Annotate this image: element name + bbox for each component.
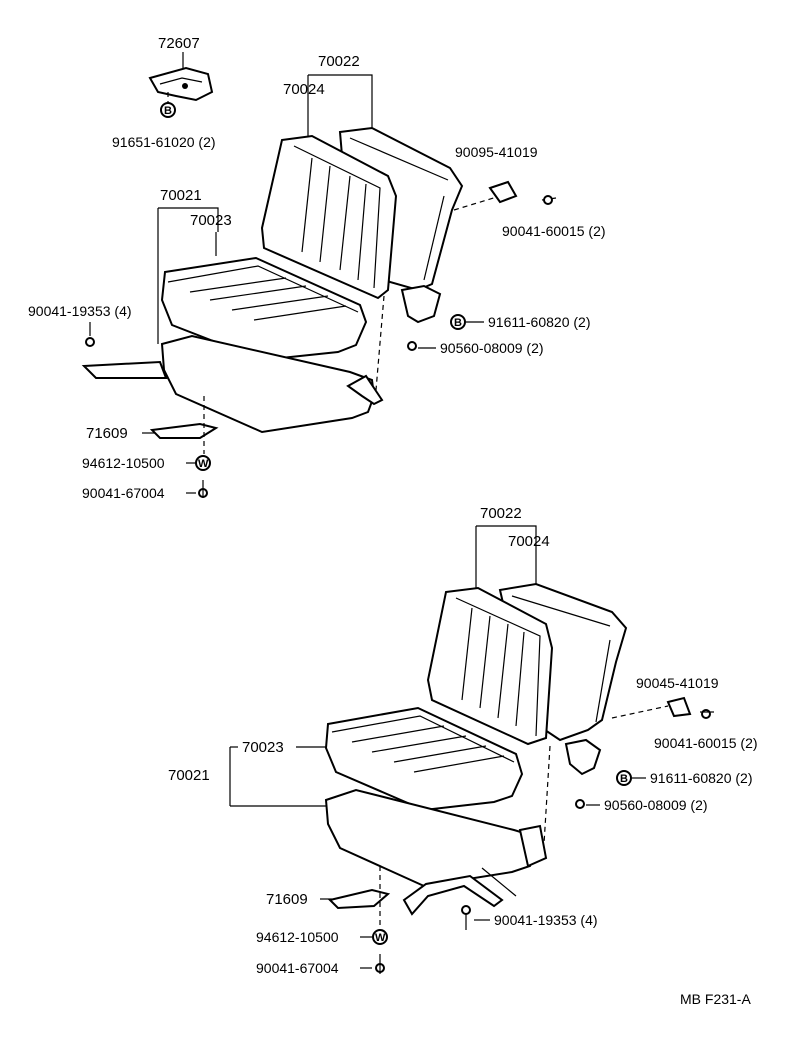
label-70023-bottom: 70023	[242, 739, 284, 756]
label-90041-60015-top: 90041-60015 (2)	[502, 223, 606, 239]
label-70023-top: 70023	[190, 212, 232, 229]
label-91651-61020: 91651-61020 (2)	[112, 134, 216, 150]
label-72607: 72607	[158, 35, 200, 52]
label-90041-67004-top: 90041-67004	[82, 485, 165, 501]
label-90041-19353-bottom: 90041-19353 (4)	[494, 912, 598, 928]
washer-marker-w	[195, 455, 211, 471]
label-70021-top: 70021	[160, 187, 202, 204]
bolt-marker-b	[160, 102, 176, 118]
bracket-72607: 72607 B 91651-61020 (2)	[112, 35, 216, 150]
label-94612-10500-top: 94612-10500	[82, 455, 165, 471]
svg-text:B: B	[164, 105, 172, 117]
label-94612-10500-bottom: 94612-10500	[256, 929, 339, 945]
label-90095-41019: 90095-41019	[455, 144, 538, 160]
bottom-seat-assembly: 70022 70024 70023 70021	[168, 505, 758, 976]
label-90041-67004-bottom: 90041-67004	[256, 960, 339, 976]
label-91611-60820-bottom: 91611-60820 (2)	[650, 770, 752, 786]
label-70024-bottom: 70024	[508, 533, 550, 550]
washer-marker-w-bottom	[372, 929, 388, 945]
label-91611-60820-top: 91611-60820 (2)	[488, 314, 590, 330]
svg-text:B: B	[454, 317, 462, 329]
label-90041-60015-bottom: 90041-60015 (2)	[654, 735, 758, 751]
top-seat-assembly: 70022 70024 70021 70023	[28, 53, 606, 501]
label-71609-top: 71609	[86, 425, 128, 442]
label-70022-bottom: 70022	[480, 505, 522, 522]
bolt-marker-b-top	[450, 314, 466, 330]
label-71609-bottom: 71609	[266, 891, 308, 908]
label-90560-08009-top: 90560-08009 (2)	[440, 340, 544, 356]
label-70021-bottom: 70021	[168, 767, 210, 784]
label-70022-top: 70022	[318, 53, 360, 70]
label-90045-41019: 90045-41019	[636, 675, 719, 691]
diagram-code: MB F231-A	[680, 991, 751, 1007]
bolt-marker-b-bottom	[616, 770, 632, 786]
svg-text:W: W	[198, 458, 209, 470]
label-90560-08009-bottom: 90560-08009 (2)	[604, 797, 708, 813]
label-70024-top: 70024	[283, 81, 325, 98]
svg-text:W: W	[375, 932, 386, 944]
svg-text:B: B	[620, 773, 628, 785]
label-90041-19353-top: 90041-19353 (4)	[28, 303, 132, 319]
